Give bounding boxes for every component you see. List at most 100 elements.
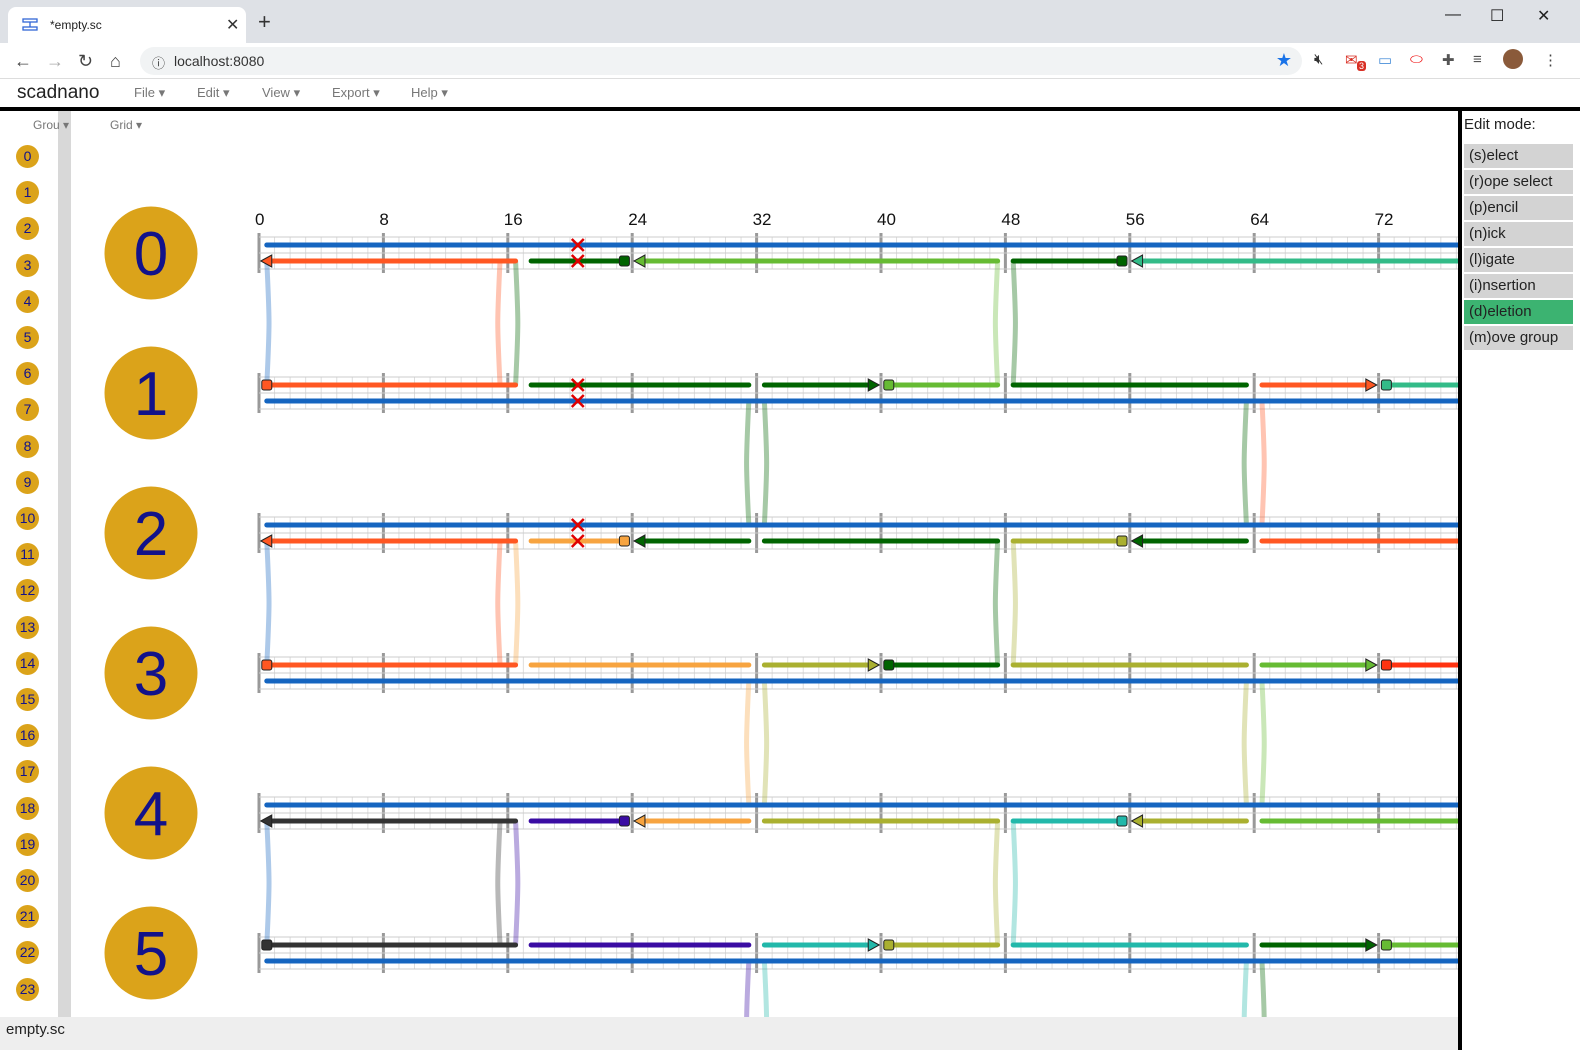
crossover[interactable]: [495, 820, 503, 946]
side-view-splitter[interactable]: [58, 111, 71, 1017]
deletion-mark[interactable]: [570, 254, 585, 268]
deletion-mark[interactable]: [570, 238, 585, 252]
side-helix-circle[interactable]: 0: [16, 145, 39, 168]
crossover[interactable]: [992, 820, 1001, 946]
strand-5prime-end[interactable]: [618, 535, 630, 547]
crossover[interactable]: [1241, 680, 1249, 806]
strand-5prime-end[interactable]: [261, 939, 273, 951]
side-helix-circle[interactable]: 3: [16, 253, 39, 277]
site-info-icon[interactable]: ⓘ: [152, 56, 166, 71]
deletion-mark[interactable]: [570, 518, 585, 532]
crossover[interactable]: [513, 260, 521, 386]
crossover[interactable]: [513, 820, 521, 946]
mode-insertion-button[interactable]: (i)nsertion: [1464, 274, 1573, 298]
new-tab-icon[interactable]: +: [258, 9, 271, 34]
strand-5prime-end[interactable]: [1116, 815, 1128, 827]
gmail-extension-icon[interactable]: ✉: [1345, 52, 1358, 69]
crossover[interactable]: [1259, 400, 1267, 526]
strand-3prime-end[interactable]: [632, 534, 646, 548]
strand-5prime-end[interactable]: [883, 379, 895, 391]
grid-menu[interactable]: Grid ▾: [110, 118, 143, 132]
side-helix-circle[interactable]: 10: [16, 507, 39, 530]
strand-3prime-end[interactable]: [1130, 254, 1144, 268]
crossover[interactable]: [495, 540, 503, 666]
side-helix-circle[interactable]: 18: [16, 796, 39, 820]
strand-3prime-end[interactable]: [259, 534, 273, 548]
back-icon[interactable]: ←: [14, 51, 32, 71]
side-helix-circle[interactable]: 1: [16, 181, 39, 205]
crossover[interactable]: [264, 820, 272, 946]
helix-label-circle[interactable]: [104, 486, 198, 580]
helix-label-circle[interactable]: [104, 206, 198, 300]
strand-5prime-end[interactable]: [883, 659, 895, 671]
strand-5prime-end[interactable]: [883, 939, 895, 951]
browser-tab[interactable]: *empty.sc ✕: [8, 7, 246, 43]
crossover[interactable]: [513, 540, 521, 666]
deletion-mark[interactable]: [570, 378, 585, 392]
side-helix-circle[interactable]: 9: [16, 470, 39, 494]
strand-3prime-end[interactable]: [1365, 938, 1378, 952]
mute-icon[interactable]: 🔇︎: [1314, 51, 1324, 68]
mode-ligate-button[interactable]: (l)igate: [1464, 248, 1573, 272]
side-helix-circle[interactable]: 19: [16, 832, 39, 856]
strand-5prime-end[interactable]: [1116, 535, 1128, 547]
crossover[interactable]: [1010, 540, 1018, 666]
strand-3prime-end[interactable]: [1365, 378, 1378, 392]
side-helix-circle[interactable]: 5: [16, 326, 39, 349]
side-helix-circle[interactable]: 7: [16, 398, 39, 422]
crossover[interactable]: [744, 680, 752, 806]
strand-3prime-end[interactable]: [1365, 658, 1378, 672]
crossover[interactable]: [761, 400, 770, 526]
helix-label-circle[interactable]: [104, 766, 198, 860]
mode-pencil-button[interactable]: (p)encil: [1464, 196, 1573, 220]
strand-3prime-end[interactable]: [632, 254, 646, 268]
reload-icon[interactable]: ↻: [78, 51, 94, 71]
crossover[interactable]: [1241, 960, 1249, 1017]
extensions-puzzle-icon[interactable]: ✚: [1442, 52, 1455, 69]
side-helix-circle[interactable]: 8: [16, 434, 39, 458]
group-menu[interactable]: Grou ▾: [33, 118, 70, 132]
mode-rope-select-button[interactable]: (r)ope select: [1464, 170, 1573, 194]
chat-extension-icon[interactable]: ▭: [1378, 52, 1393, 69]
side-helix-circle[interactable]: 6: [16, 362, 39, 386]
crossover[interactable]: [264, 260, 272, 386]
helix-label-circle[interactable]: [104, 626, 198, 720]
strand-5prime-end[interactable]: [1116, 255, 1128, 267]
deletion-mark[interactable]: [570, 394, 585, 408]
helix-label-circle[interactable]: [104, 906, 198, 1000]
strand-5prime-end[interactable]: [1380, 939, 1392, 951]
close-window-icon[interactable]: ✕: [1537, 8, 1551, 25]
menu-edit[interactable]: Edit ▾: [197, 85, 230, 100]
side-helix-circle[interactable]: 23: [16, 977, 39, 1001]
address-bar[interactable]: ⓘ localhost:8080 ★: [140, 47, 1302, 75]
side-helix-circle[interactable]: 20: [16, 869, 39, 892]
helix-label-circle[interactable]: [104, 346, 198, 440]
side-helix-circle[interactable]: 2: [16, 217, 39, 241]
menu-view[interactable]: View ▾: [262, 85, 301, 100]
strand-5prime-end[interactable]: [618, 255, 630, 267]
crossover[interactable]: [1010, 820, 1018, 946]
crossover[interactable]: [1259, 680, 1267, 806]
opera-extension-icon[interactable]: ⬭: [1410, 51, 1423, 68]
strand-3prime-end[interactable]: [632, 814, 646, 828]
minimize-window-icon[interactable]: —: [1445, 6, 1461, 23]
strand-3prime-end[interactable]: [259, 814, 273, 828]
side-helix-circle[interactable]: 16: [16, 724, 39, 748]
crossover[interactable]: [264, 540, 272, 666]
side-helix-circle[interactable]: 14: [16, 651, 39, 675]
strand-3prime-end[interactable]: [867, 938, 881, 952]
home-icon[interactable]: ⌂: [110, 51, 121, 71]
strand-5prime-end[interactable]: [1380, 379, 1392, 391]
side-helix-circle[interactable]: 17: [16, 760, 39, 784]
menu-file[interactable]: File ▾: [134, 85, 166, 100]
crossover[interactable]: [761, 680, 770, 806]
mode-deletion-button[interactable]: (d)eletion: [1464, 300, 1573, 324]
strand-3prime-end[interactable]: [867, 378, 881, 392]
crossover[interactable]: [1259, 960, 1267, 1017]
side-helix-circle[interactable]: 21: [16, 905, 39, 929]
strand-5prime-end[interactable]: [261, 379, 273, 391]
browser-menu-icon[interactable]: ⋮: [1543, 52, 1558, 69]
profile-avatar[interactable]: [1503, 49, 1523, 69]
side-helix-circle[interactable]: 22: [16, 941, 39, 965]
